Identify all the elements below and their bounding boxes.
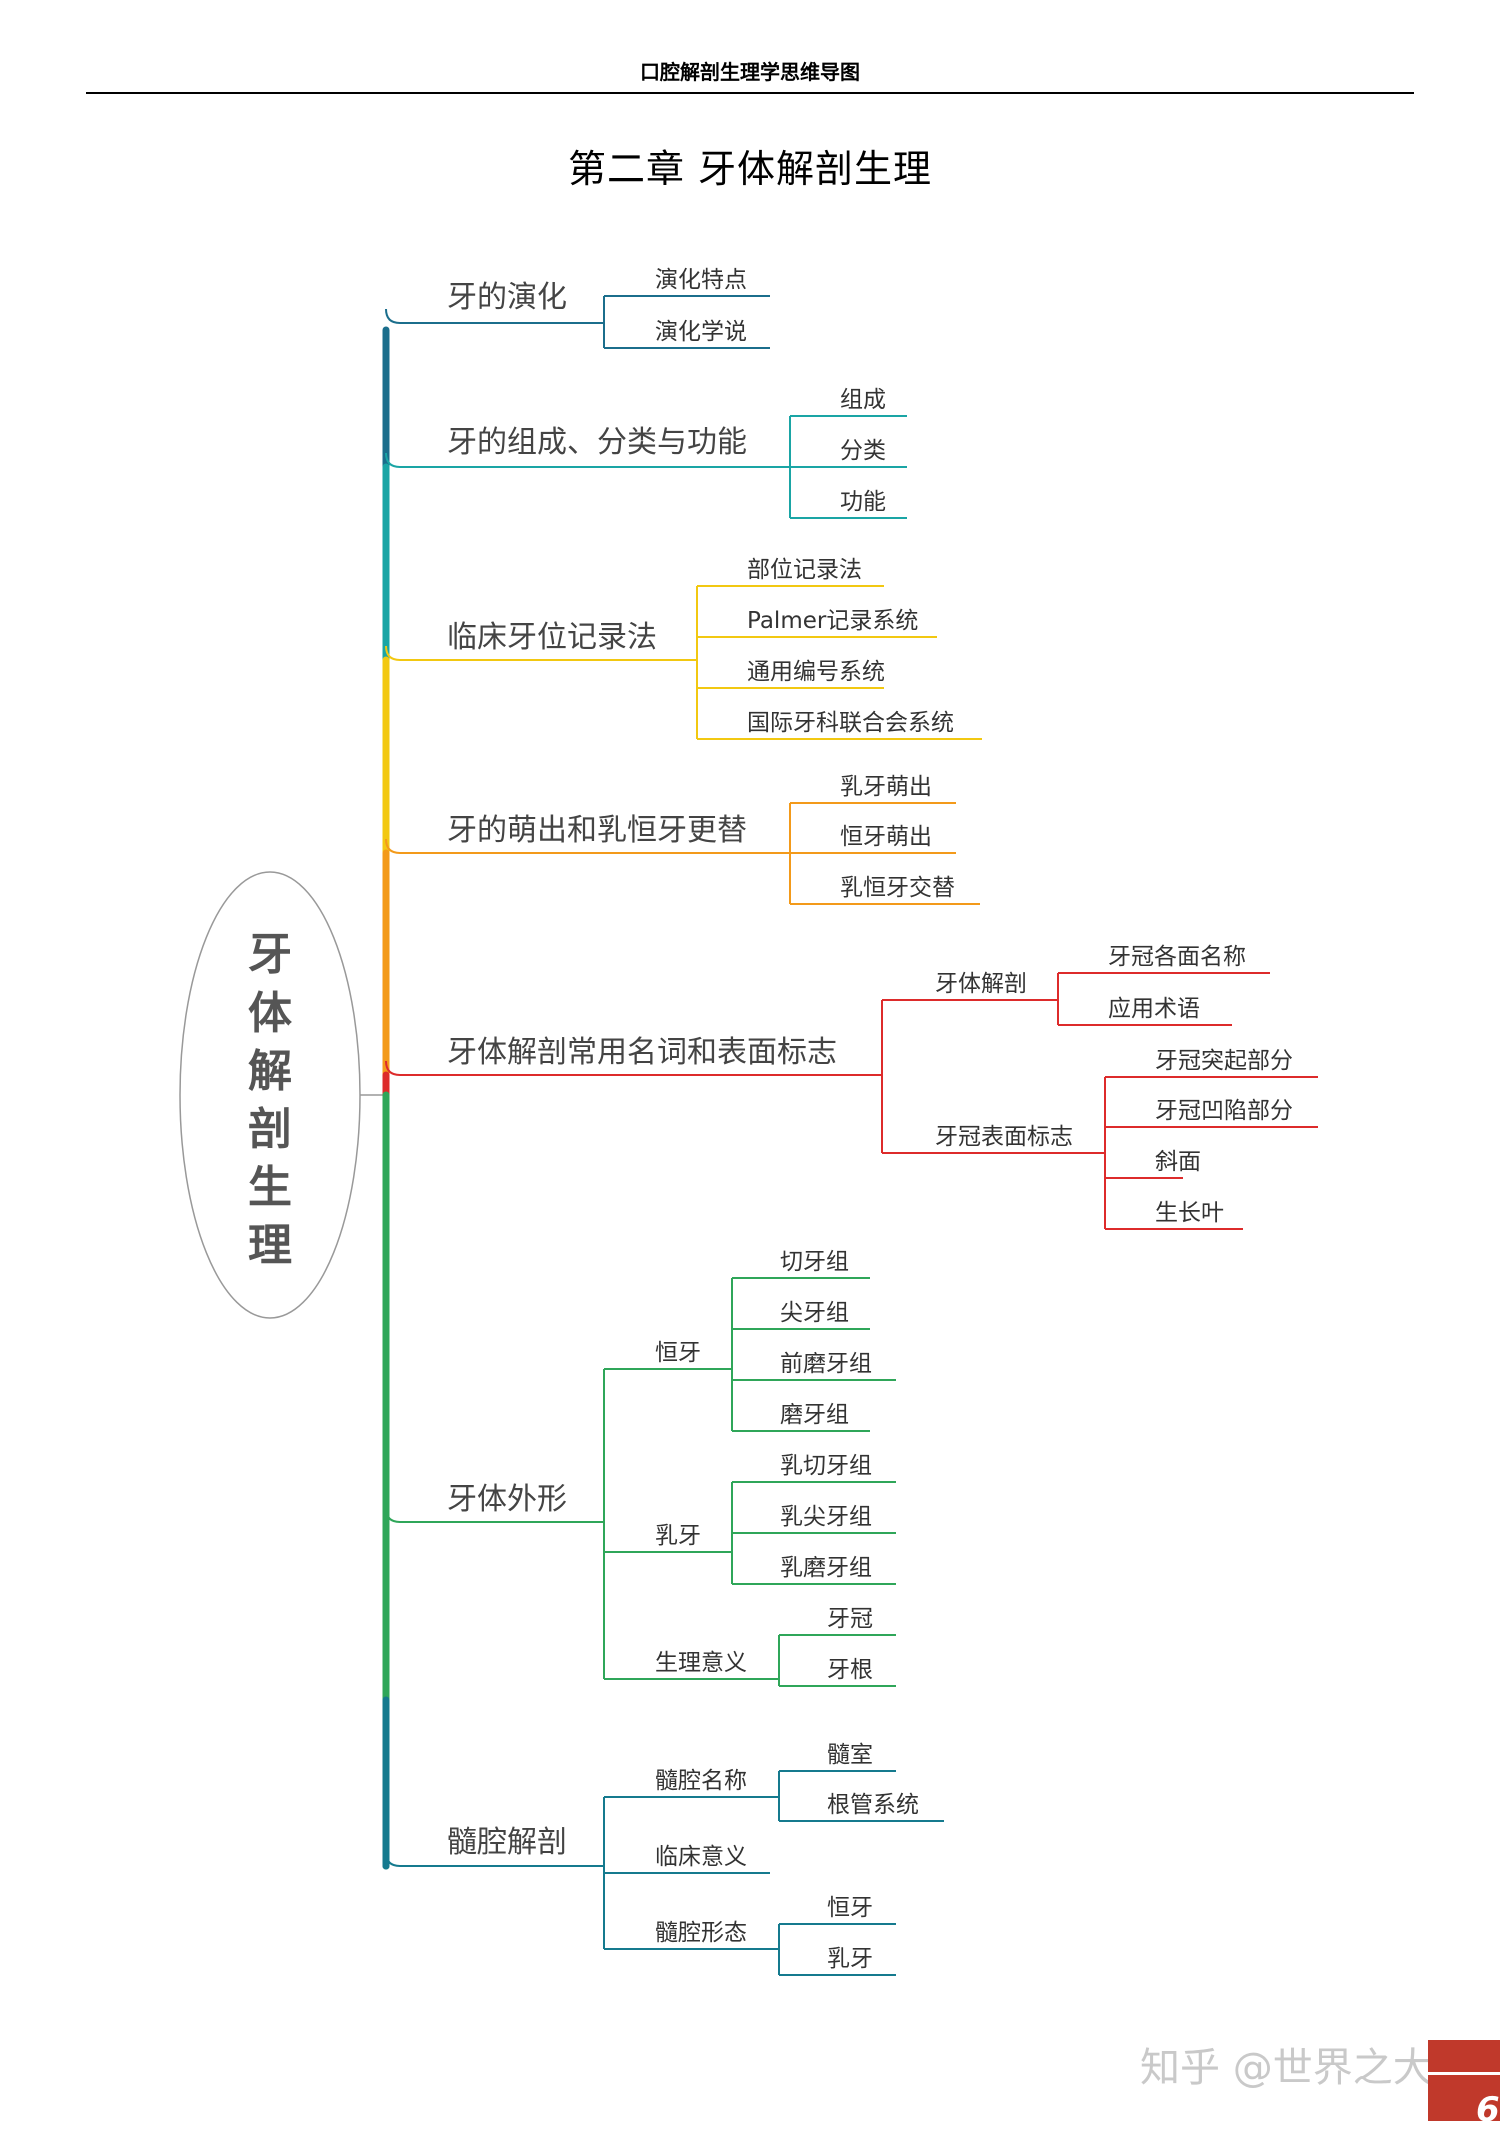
branch-line [385,1060,882,1076]
leaf-label: 乳恒牙交替 [840,875,955,901]
branch-label: 牙体解剖常用名词和表面标志 [447,1035,837,1070]
leaf-label: 乳尖牙组 [780,1504,872,1530]
sub-label: 恒牙 [655,1340,701,1366]
leaf-label: 恒牙 [827,1895,873,1921]
leaf-label: 分类 [840,438,886,464]
branch-line [385,838,790,854]
branch-line [385,645,697,661]
leaf-label: 演化特点 [655,267,747,293]
leaf-label: 乳牙萌出 [840,774,932,800]
leaf-label: 切牙组 [780,1249,849,1275]
leaf-label: 牙冠 [827,1606,873,1632]
branch-label: 牙的演化 [447,280,567,315]
leaf-label: 前磨牙组 [780,1351,872,1377]
branch-label: 髓腔解剖 [447,1825,567,1860]
leaf-label: 生长叶 [1155,1200,1224,1226]
root-node-char: 体 [248,988,292,1039]
root-node-char: 生 [248,1162,292,1213]
branch-label: 牙的萌出和乳恒牙更替 [447,813,747,848]
branch-line [385,452,790,468]
root-node-char: 剖 [248,1104,292,1155]
branch-label: 牙的组成、分类与功能 [447,425,747,460]
leaf-label: 斜面 [1155,1149,1201,1175]
leaf-label: 组成 [840,387,886,413]
leaf-label: 牙冠突起部分 [1155,1048,1293,1074]
sub-label: 生理意义 [655,1650,747,1676]
branch-label: 牙体外形 [447,1482,567,1517]
leaf-label: 髓室 [827,1742,873,1768]
leaf-label: 演化学说 [655,319,747,345]
root-node-char: 解 [248,1046,292,1097]
leaf-label: 乳磨牙组 [780,1555,872,1581]
root-node-char: 牙 [248,929,292,980]
sub-label: 髓腔形态 [655,1920,747,1946]
page-header-title: 口腔解剖生理学思维导图 [640,60,860,84]
branch-label: 临床牙位记录法 [447,620,657,655]
leaf-label: 应用术语 [1108,996,1200,1022]
leaf-label: 乳切牙组 [780,1453,872,1479]
leaf-label: 根管系统 [827,1792,919,1818]
sub-label: 髓腔名称 [655,1768,747,1794]
chapter-title: 第二章 牙体解剖生理 [567,147,933,191]
watermark: 知乎 @世界之大 [1140,2045,1433,2091]
leaf-label: Palmer记录系统 [747,608,918,634]
leaf-label: 乳牙 [827,1946,873,1972]
leaf-label: 部位记录法 [747,557,862,583]
leaf-label: 恒牙萌出 [840,824,932,850]
header-divider [86,92,1414,94]
leaf-label: 牙冠凹陷部分 [1155,1098,1293,1124]
sub-label: 牙冠表面标志 [935,1124,1073,1150]
leaf-label: 功能 [840,489,886,515]
sub-label: 临床意义 [655,1844,747,1870]
page-badge-stripe [1428,2072,1500,2075]
leaf-label: 牙冠各面名称 [1108,944,1246,970]
page-number: 6 [1476,2090,1500,2130]
page-number-badge: 6 [1428,2040,1500,2130]
leaf-label: 牙根 [827,1657,873,1683]
branch-line [385,308,604,324]
leaf-label: 磨牙组 [780,1402,849,1428]
branch-line [385,1507,604,1523]
sub-label: 乳牙 [655,1523,701,1549]
sub-label: 牙体解剖 [935,971,1027,997]
root-node-char: 理 [248,1220,292,1271]
leaf-label: 通用编号系统 [747,659,885,685]
leaf-label: 尖牙组 [780,1300,849,1326]
leaf-label: 国际牙科联合会系统 [747,710,954,736]
branch-line [385,1851,604,1867]
